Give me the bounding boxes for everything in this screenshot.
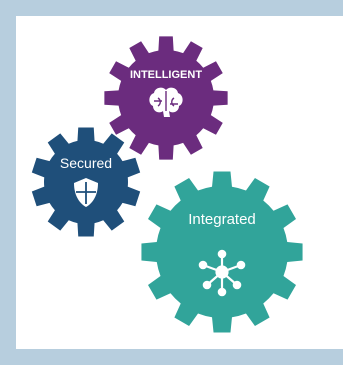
- diagram-card: INTELLIGENT Secured Integrated: [16, 16, 343, 349]
- integrated-gear: Integrated: [141, 171, 303, 333]
- intelligent-label: INTELLIGENT: [130, 69, 202, 81]
- gears-diagram: INTELLIGENT Secured Integrated: [31, 36, 303, 333]
- secured-label: Secured: [60, 155, 112, 171]
- intelligent-gear: INTELLIGENT: [104, 36, 228, 160]
- brain-icon: [149, 87, 183, 117]
- integrated-label: Integrated: [188, 211, 256, 228]
- network-hub-icon: [198, 249, 246, 297]
- secured-gear: Secured: [31, 127, 141, 237]
- shield-icon: [74, 178, 98, 207]
